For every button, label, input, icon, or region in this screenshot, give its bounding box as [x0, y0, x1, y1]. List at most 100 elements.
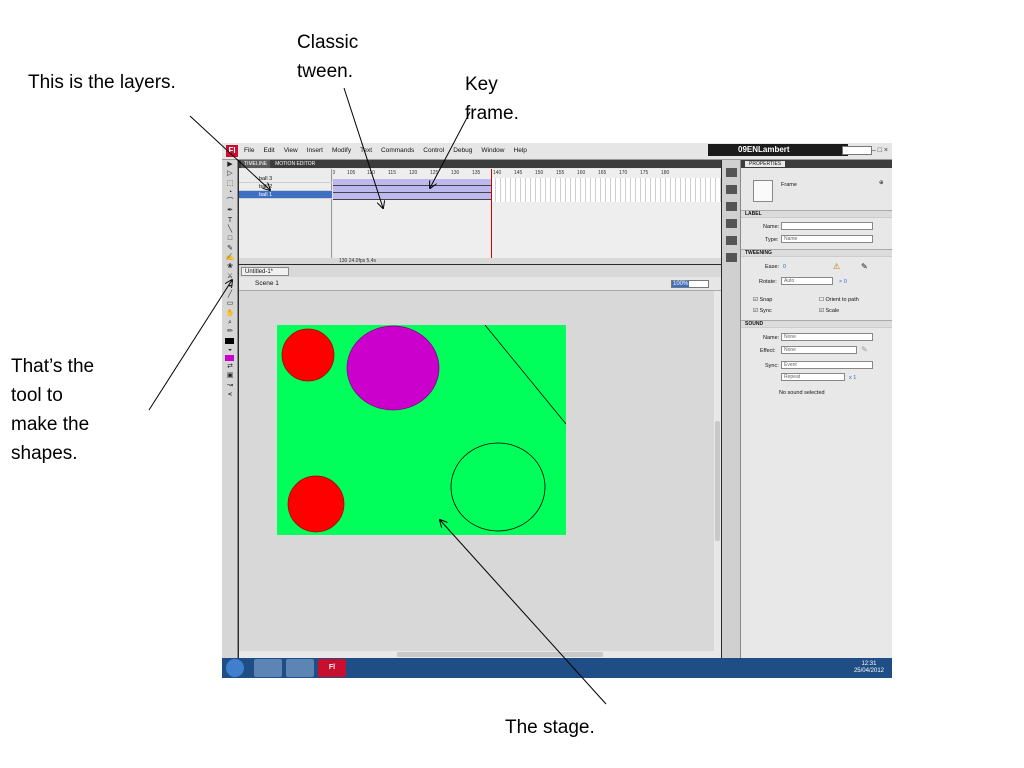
smooth-icon[interactable]: ↝ [227, 381, 233, 389]
zoom-select[interactable]: 100% [671, 280, 709, 288]
color-panel-icon[interactable] [726, 168, 737, 177]
document-tab[interactable]: Untitled-1* [241, 267, 289, 276]
library-panel-icon[interactable] [726, 253, 737, 262]
rotate-count[interactable]: × 0 [839, 279, 847, 285]
warning-icon[interactable]: ⚠ [833, 262, 841, 271]
frame-grid[interactable]: 95 100 105 110 115 120 125 130 135 140 1… [333, 169, 721, 259]
snap-checkbox[interactable]: ☑ Snap [753, 297, 773, 303]
rectangle-tool-icon[interactable]: □ [227, 235, 233, 243]
menu-edit[interactable]: Edit [263, 147, 275, 154]
edit-ease-icon[interactable]: ✎ [861, 262, 868, 271]
red-circle-bottom[interactable] [287, 475, 345, 533]
red-circle-top[interactable] [281, 328, 335, 382]
tween-span[interactable] [333, 193, 491, 200]
rotate-select[interactable]: Auto [781, 277, 833, 285]
browser-icon[interactable] [286, 659, 314, 677]
align-panel-icon[interactable] [726, 202, 737, 211]
layer-list: ball 3 ball 2 ball 1 [239, 169, 332, 259]
stroke-color-swatch[interactable] [225, 337, 234, 344]
layer-row[interactable]: ball 2 [239, 183, 332, 191]
paint-bucket-icon[interactable]: ◒ [227, 281, 233, 289]
hand-tool-icon[interactable]: ✋ [225, 309, 235, 317]
orient-checkbox[interactable]: ☐ Orient to path [819, 297, 859, 303]
stroke-color-icon[interactable]: ✏ [227, 328, 233, 336]
outline-ellipse[interactable] [450, 442, 546, 532]
scroll-thumb[interactable] [397, 652, 603, 657]
layer-row[interactable]: ball 3 [239, 175, 332, 183]
lasso-tool-icon[interactable]: ⌒ [226, 198, 234, 206]
menu-insert[interactable]: Insert [306, 147, 323, 154]
pencil-tool-icon[interactable]: ✎ [227, 244, 233, 252]
bone-tool-icon[interactable]: ⚔ [226, 272, 234, 280]
start-button[interactable] [226, 659, 244, 677]
tween-span[interactable] [333, 186, 491, 193]
swatches-panel-icon[interactable] [726, 185, 737, 194]
brush-tool-icon[interactable]: ✍ [225, 253, 235, 261]
straighten-icon[interactable]: ⪪ [228, 390, 232, 398]
tweening-section[interactable]: TWEENING [741, 249, 892, 257]
pen-tool-icon[interactable]: ✒ [227, 207, 233, 215]
fill-color-icon[interactable]: ◒ [227, 345, 233, 353]
label-section[interactable]: LABEL [741, 210, 892, 218]
empty-frames[interactable] [491, 178, 721, 202]
menu-text[interactable]: Text [360, 147, 373, 154]
transform-tool-icon[interactable]: ⬚ [226, 179, 234, 187]
stage-line[interactable] [484, 324, 567, 425]
window-controls[interactable]: – □ × [871, 147, 888, 154]
scale-checkbox[interactable]: ☑ Scale [819, 308, 840, 314]
zoom-tool-icon[interactable]: ⌕ [228, 319, 232, 327]
menu-commands[interactable]: Commands [381, 147, 415, 154]
menu-view[interactable]: View [283, 147, 298, 154]
type-select[interactable]: Name [781, 235, 873, 243]
fill-color-swatch[interactable] [225, 354, 234, 361]
menu-debug[interactable]: Debug [453, 147, 473, 154]
sync-checkbox[interactable]: ☑ Sync [753, 308, 772, 314]
clock[interactable]: 12:31 25/04/2012 [854, 661, 884, 675]
menu-file[interactable]: File [244, 147, 255, 154]
sound-section[interactable]: SOUND [741, 320, 892, 328]
layer-row-selected[interactable]: ball 1 [239, 191, 332, 199]
sync-select[interactable]: Event [781, 361, 873, 369]
document-area: Untitled-1* Scene 1 100% [239, 265, 721, 658]
eyedropper-icon[interactable]: ╱ [227, 291, 233, 299]
snap-magnet-icon[interactable]: ▣ [226, 372, 234, 380]
help-icon[interactable]: ⊕ [879, 180, 884, 186]
name-field[interactable] [781, 222, 873, 230]
menu-control[interactable]: Control [423, 147, 445, 154]
3d-rotation-tool-icon[interactable]: ◔ [227, 188, 233, 196]
ease-value[interactable]: 0 [783, 264, 787, 270]
menu-modify[interactable]: Modify [331, 147, 352, 154]
stage[interactable] [277, 324, 567, 535]
repeat-count[interactable]: x 1 [849, 375, 857, 381]
user-account[interactable]: 09ENLambert [708, 144, 848, 156]
search-input[interactable] [842, 146, 872, 155]
text-tool-icon[interactable]: T [227, 216, 233, 224]
tab-properties[interactable]: PROPERTIES [745, 161, 786, 167]
eraser-tool-icon[interactable]: ▭ [226, 300, 234, 308]
horizontal-scrollbar[interactable] [239, 651, 721, 658]
scroll-thumb[interactable] [715, 421, 720, 541]
transform-panel-icon[interactable] [726, 236, 737, 245]
repeat-select[interactable]: Repeat [781, 373, 845, 381]
scene-label[interactable]: Scene 1 [255, 280, 279, 287]
info-panel-icon[interactable] [726, 219, 737, 228]
tab-motion-editor[interactable]: MOTION EDITOR [275, 161, 316, 167]
vertical-scrollbar[interactable] [714, 291, 721, 651]
menu-window[interactable]: Window [481, 147, 505, 154]
playhead[interactable] [491, 169, 492, 259]
tween-span[interactable] [333, 179, 491, 186]
subselect-tool-icon[interactable]: ▷ [227, 170, 233, 178]
deco-tool-icon[interactable]: ❀ [227, 263, 233, 271]
user-app-icon[interactable] [254, 659, 282, 677]
swap-colors-icon[interactable]: ⇄ [227, 362, 233, 370]
flash-taskbar-button[interactable]: Fl [318, 659, 346, 677]
effect-select[interactable]: None [781, 346, 857, 354]
purple-ellipse[interactable] [346, 325, 440, 411]
edit-effect-icon[interactable]: ✎ [861, 345, 868, 354]
tab-timeline[interactable]: TIMELINE [241, 160, 271, 168]
rotate-label: Rotate: [759, 279, 777, 285]
selection-tool-icon[interactable]: ▶ [227, 161, 233, 168]
sound-name-select[interactable]: None [781, 333, 873, 341]
menu-help[interactable]: Help [513, 147, 527, 154]
line-tool-icon[interactable]: ╲ [227, 226, 233, 234]
